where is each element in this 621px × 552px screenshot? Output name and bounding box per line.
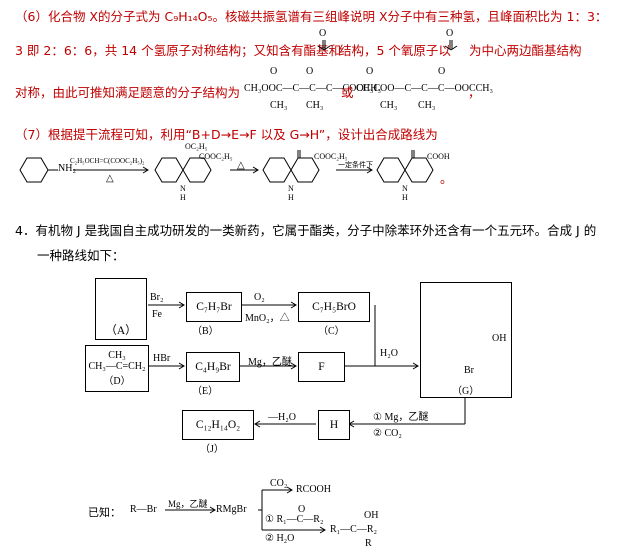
part7-line1: （7）根据提干流程可知，利用“B+D→E→F 以及 G→H”，设计出合成路线为 bbox=[15, 127, 438, 142]
part6-comma: ， bbox=[468, 85, 481, 100]
struct1-o-a: O bbox=[270, 66, 278, 77]
nh-1: N bbox=[180, 184, 186, 193]
box-B: C₇H₇Br bbox=[186, 292, 242, 322]
nh-2: N bbox=[288, 184, 294, 193]
aniline-nh2: NH₂ bbox=[58, 163, 76, 174]
struct1-o-b: O bbox=[306, 66, 314, 77]
GH-step2: ② CO₂ bbox=[373, 428, 402, 439]
struct2-o-a: O bbox=[366, 66, 374, 77]
part6-line1: （6）化合物 X的分子式为 C₉H₁₄O₅。核磁共振氢谱有三组峰说明 X分子中有… bbox=[15, 9, 608, 24]
part6-line2a: 3 即 2：6：6，共 14 个氢原子对称结构；又知含有酯基和 bbox=[15, 43, 342, 58]
EF-top: Mg，乙醚 bbox=[248, 357, 292, 368]
part6-line3a: 对称，由此可推知满足题意的分子结构为 bbox=[15, 85, 241, 100]
struct1: CH₃OOC—C—C—C—COOCH₃ bbox=[244, 83, 381, 94]
known-prod2-r: R bbox=[365, 538, 372, 549]
struct1-ch3-a: CH₃ bbox=[270, 100, 288, 111]
sub-cooh: COOH bbox=[427, 152, 450, 161]
E-label: （E） bbox=[192, 386, 219, 397]
G-label: （G） bbox=[452, 386, 480, 397]
known-co2: CO₂ bbox=[270, 478, 288, 489]
known-arrow-top: Mg，乙醚 bbox=[168, 499, 208, 509]
part7-end: 。 bbox=[440, 171, 453, 186]
B-label: （B） bbox=[192, 326, 219, 337]
HJ-cond: —H₂O bbox=[268, 412, 296, 423]
known-prod2-oh: OH bbox=[364, 510, 379, 521]
AB-bot: Fe bbox=[152, 309, 162, 320]
box-J: C₁₂H₁₄O₂ bbox=[182, 410, 254, 440]
part6-line2c: 为中心两边酯基结构 bbox=[469, 43, 582, 58]
known-cond1: ① R₁—C—R₂ bbox=[265, 514, 324, 525]
C-label: （C） bbox=[318, 326, 345, 337]
known-prod2: R₁—C—R₂ bbox=[330, 524, 377, 535]
struct2: CH₃COO—C—C—C—OOCCH₃ bbox=[356, 83, 493, 94]
BC-bot: MnO₂，△ bbox=[245, 313, 290, 324]
box-E: C₄H₉Br bbox=[186, 352, 240, 382]
sub-cooc2h5-1: COOC₂H₅ bbox=[199, 152, 233, 161]
reagent1: C₂H₅OCH=C(COOC₂H₅)₂ bbox=[70, 157, 145, 165]
known-mid: RMgBr bbox=[216, 504, 247, 515]
part6-line2b: 结构，5 个氧原子以 bbox=[339, 43, 451, 58]
AB-top: Br₂ bbox=[150, 292, 164, 303]
known-prod1: RCOOH bbox=[296, 484, 332, 495]
known-cond2: ② H₂O bbox=[265, 533, 295, 544]
q4-line2: 一种路线如下： bbox=[37, 248, 125, 263]
to-G-water: H₂O bbox=[380, 348, 398, 359]
BC-top: O₂ bbox=[254, 292, 265, 303]
sub-oc2h5: OC₂H₅ bbox=[185, 142, 208, 151]
h-2: H bbox=[288, 193, 294, 202]
box-D: CH₃ CH₃—C=CH₂ （D） bbox=[85, 345, 149, 392]
box-H: H bbox=[318, 410, 350, 440]
box-A: （A） bbox=[95, 278, 147, 340]
reagent2-heat: △ bbox=[237, 160, 245, 171]
box-F: F bbox=[298, 352, 345, 382]
G-br: Br bbox=[464, 365, 474, 376]
q4-line1: 4．有机物 J 是我国自主成功研发的一类新药，它属于酯类，分子中除苯环外还含有一… bbox=[15, 223, 597, 238]
known-label: 已知： bbox=[88, 506, 121, 519]
h-3: H bbox=[402, 193, 408, 202]
DE-top: HBr bbox=[153, 353, 171, 364]
reagent3: 一定条件下 bbox=[338, 161, 373, 169]
reagent1-heat: △ bbox=[106, 173, 114, 184]
GH-step1: ① Mg，乙醚 bbox=[373, 412, 429, 423]
carbonyl-o-2: O bbox=[446, 28, 454, 39]
struct2-ch3-b: CH₃ bbox=[418, 100, 436, 111]
known-start: R—Br bbox=[130, 504, 157, 515]
G-oh: OH bbox=[492, 333, 507, 344]
sub-cooc2h5-2: COOC₂H₅ bbox=[314, 152, 348, 161]
struct2-o-b: O bbox=[438, 66, 446, 77]
h-1: H bbox=[180, 193, 186, 202]
nh-3: N bbox=[402, 184, 408, 193]
box-G bbox=[420, 282, 512, 398]
struct2-ch3-a: CH₃ bbox=[380, 100, 398, 111]
box-C: C₇H₅BrO bbox=[298, 292, 370, 322]
struct1-ch3-b: CH₃ bbox=[306, 100, 324, 111]
J-label: （J） bbox=[200, 444, 224, 455]
part6-or: 或 bbox=[341, 85, 354, 100]
known-cond1-o: O bbox=[298, 504, 306, 515]
carbonyl-o-1: O bbox=[319, 28, 327, 39]
